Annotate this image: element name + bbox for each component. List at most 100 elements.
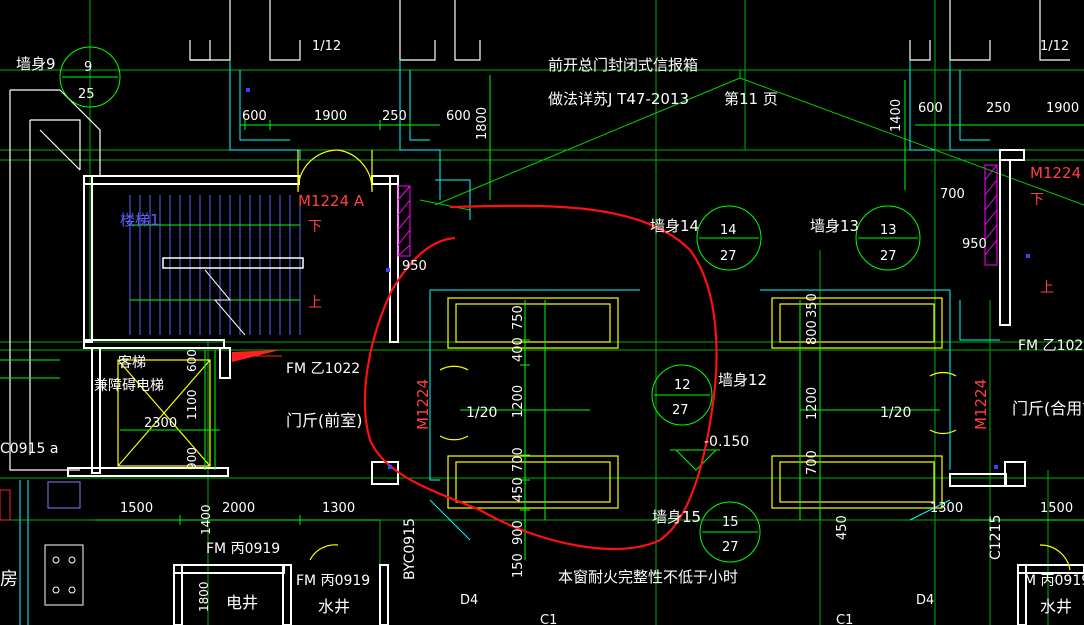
dim-950-right: 950 xyxy=(962,237,987,252)
note-line2: 做法详苏J T47-2013 xyxy=(548,90,689,108)
elec-well-label: 电井 xyxy=(226,593,258,612)
wall14-label: 墙身14 xyxy=(650,217,699,235)
door-swings xyxy=(297,149,1071,571)
water-well-right-label: 水井 xyxy=(1040,597,1072,616)
dim-1300: 1300 xyxy=(322,501,355,516)
c0915a-label: C0915 a xyxy=(0,441,58,457)
wall12-label: 墙身12 xyxy=(718,371,767,389)
dim-1500: 1500 xyxy=(120,501,153,516)
c1-right: C1 xyxy=(836,613,853,625)
bubble13-bot: 27 xyxy=(880,249,897,264)
dim-350: 350 xyxy=(805,293,820,318)
dim-700-right: 700 xyxy=(805,450,820,475)
text-layer: 墙身9 9 25 1/12 1/12 前开总门封闭式信报箱 做法详苏J T47-… xyxy=(0,39,1084,625)
fm-bing0919c: M 丙0919 xyxy=(1024,573,1084,589)
dim-250c: 250 xyxy=(986,101,1011,116)
dim-250a: 250 xyxy=(382,109,407,124)
dim-1200-right: 1200 xyxy=(805,387,820,420)
fm-bing0919a: FM 丙0919 xyxy=(206,541,280,557)
dim-600b: 600 xyxy=(446,109,471,124)
wall13-label: 墙身13 xyxy=(810,217,859,235)
guest-elevator-label1: 客梯 xyxy=(118,354,146,371)
dim-700: 700 xyxy=(940,187,965,202)
fm-z1022-right: FM 乙1022 xyxy=(1018,338,1084,354)
dim-1400: 1400 xyxy=(889,99,904,132)
dim-400: 400 xyxy=(511,337,526,362)
fm-bing0919b: FM 丙0919 xyxy=(296,573,370,589)
frac-1-20-right: 1/20 xyxy=(880,405,911,421)
d4-right: D4 xyxy=(916,593,934,608)
bubble9-bot: 25 xyxy=(78,87,95,102)
dim-750: 750 xyxy=(511,305,526,330)
dim-1100: 1100 xyxy=(185,389,199,420)
bubble15-top: 15 xyxy=(722,515,739,530)
upper-left-walls xyxy=(9,0,1070,471)
stair-treads xyxy=(129,195,301,335)
bubble14-top: 14 xyxy=(720,223,737,238)
wall9-label: 墙身9 xyxy=(16,55,56,73)
dim-450-bottom: 450 xyxy=(835,515,850,540)
small-markers xyxy=(246,88,1030,469)
dim-700-left: 700 xyxy=(511,447,526,472)
dim-1400-bottom: 1400 xyxy=(199,504,213,535)
lobby-cyan-walls xyxy=(429,289,1000,541)
stair-1 xyxy=(129,195,304,336)
door-m1224a: M1224 A xyxy=(298,192,365,210)
c1215-label: C1215 xyxy=(988,515,1004,560)
bubble12-top: 12 xyxy=(674,378,691,393)
dim-600c: 600 xyxy=(918,101,943,116)
m1224-vertical: M1224 xyxy=(414,379,432,430)
bubble12-bot: 27 xyxy=(672,403,689,418)
water-well-label: 水井 xyxy=(318,597,350,616)
dim-1800: 1800 xyxy=(475,107,490,140)
room-left-label: 房 xyxy=(0,569,18,590)
fire-note: 本窗耐火完整性不低于小时 xyxy=(558,568,738,586)
stair-label: 楼梯1 xyxy=(120,211,160,229)
equipment-boxes xyxy=(0,481,84,606)
stair-up: 上 xyxy=(308,295,322,311)
bubble14-bot: 27 xyxy=(720,249,737,264)
red-circle-markup xyxy=(363,204,718,551)
wall15-label: 墙身15 xyxy=(652,508,701,526)
byc0915-label: BYC0915 xyxy=(402,518,418,580)
dim-900: 900 xyxy=(511,520,526,545)
dim-600-elev: 600 xyxy=(185,349,199,372)
fm-z1022: FM 乙1022 xyxy=(286,361,360,377)
lobby-front-label: 门斤(前室) xyxy=(286,411,363,430)
dim-1800-bottom: 1800 xyxy=(197,581,211,612)
elevation-label: -0.150 xyxy=(704,434,749,450)
d4-left: D4 xyxy=(460,593,478,608)
frac-1-12-left: 1/12 xyxy=(312,39,341,54)
red-markers xyxy=(232,204,718,551)
stair-down: 下 xyxy=(308,219,322,235)
elevator-shafts xyxy=(117,297,943,509)
c1-left: C1 xyxy=(540,613,557,625)
bubble15-bot: 27 xyxy=(722,540,739,555)
roof-diagonals xyxy=(419,70,1084,211)
magenta-hatches xyxy=(397,164,998,266)
lobby-shared-label: 门斤(合用前 xyxy=(1012,399,1084,418)
dim-1900c: 1900 xyxy=(1046,101,1079,116)
dim-150: 150 xyxy=(511,553,526,578)
axis-bubbles xyxy=(59,46,921,563)
dim-2000: 2000 xyxy=(222,501,255,516)
note-page: 第11 页 xyxy=(724,90,778,108)
bubble13-top: 13 xyxy=(880,223,897,238)
dim-600a: 600 xyxy=(242,109,267,124)
stair-up-right: 上 xyxy=(1040,280,1054,296)
dim-1500-right: 1500 xyxy=(1040,501,1073,516)
stair-down-right: 下 xyxy=(1030,192,1044,208)
frac-1-12-right: 1/12 xyxy=(1040,39,1069,54)
guest-elevator-label2: 兼障碍电梯 xyxy=(94,378,164,394)
m1224-vertical-right: M1224 xyxy=(972,379,990,430)
frac-1-20-left: 1/20 xyxy=(466,405,497,421)
dim-900-elev: 900 xyxy=(185,447,199,470)
dimension-lines xyxy=(0,75,1084,560)
dim-1200-left: 1200 xyxy=(511,385,526,418)
door-m1224-right: M1224 xyxy=(1030,164,1081,182)
dim-800: 800 xyxy=(805,320,820,345)
bubble9-top: 9 xyxy=(84,60,92,75)
